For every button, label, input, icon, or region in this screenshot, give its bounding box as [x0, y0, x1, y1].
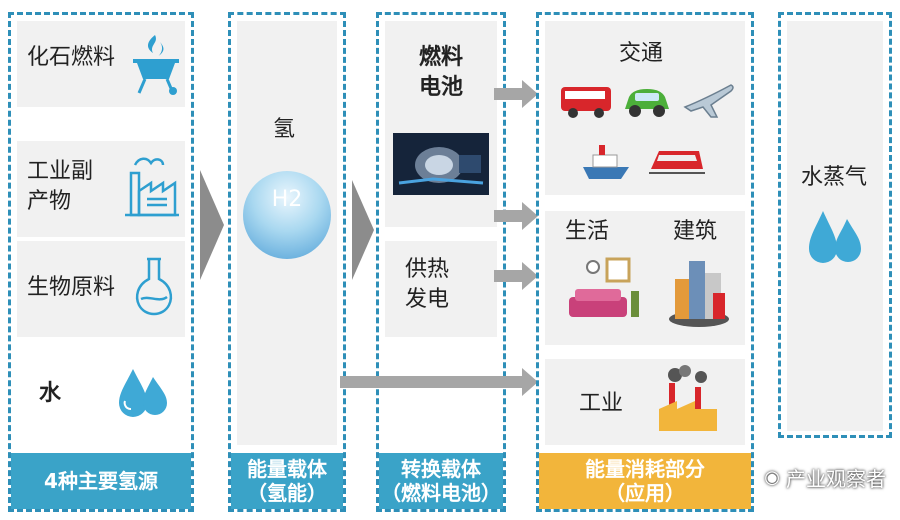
industry-card: 工业: [545, 359, 745, 445]
bus-icon: [561, 87, 611, 118]
carrier-footer-line2: （氢能）: [247, 481, 327, 505]
water-vapor-card: 水蒸气: [787, 21, 883, 431]
long-arrow-right-icon: [340, 368, 538, 396]
source-label-industrial: 工业副 产物: [27, 157, 93, 217]
arrow-right-icon: [494, 262, 538, 290]
source-card-bio: 生物原料: [17, 241, 185, 337]
wechat-icon: ◉: [764, 467, 780, 488]
carrier-footer-line1: 能量载体: [247, 457, 327, 481]
living-room-icon: [569, 257, 639, 317]
transport-label: 交通: [619, 41, 664, 66]
arrow-right-icon: [494, 202, 538, 230]
car-icon: [625, 89, 669, 117]
source-card-industrial: 工业副 产物: [17, 141, 185, 237]
source-label-water: 水: [39, 381, 62, 406]
consumption-footer: 能量消耗部分 （应用）: [539, 453, 751, 509]
carrier-footer: 能量载体 （氢能）: [231, 453, 343, 509]
factory-icon: [125, 157, 179, 217]
energy-consumption-column: 交通 生活 建筑: [536, 12, 754, 512]
water-vapor-label: 水蒸气: [801, 165, 868, 190]
heat-power-card: 供热 发电: [385, 241, 497, 337]
source-label-industrial-text: 工业副 产物: [27, 159, 94, 214]
hydrogen-card: 氢 H2: [237, 21, 337, 445]
source-card-water: 水: [17, 345, 185, 443]
conversion-footer-line1: 转换载体: [401, 457, 481, 481]
source-label-bio: 生物原料: [27, 275, 116, 300]
fuel-cell-engine-icon: [393, 133, 489, 195]
consumption-footer-line1: 能量消耗部分: [585, 457, 705, 481]
airplane-icon: [683, 84, 734, 118]
hydrogen-sphere-icon: H2: [243, 171, 331, 259]
energy-carrier-column: 氢 H2 能量载体 （氢能）: [228, 12, 346, 512]
consumption-footer-line2: （应用）: [605, 481, 685, 505]
watermark: ◉ 产业观察者: [764, 463, 886, 492]
life-label: 生活: [565, 219, 610, 244]
building-label: 建筑: [673, 219, 718, 244]
industry-label: 工业: [579, 391, 624, 416]
flask-icon: [135, 257, 173, 316]
transport-card: 交通: [545, 21, 745, 195]
h2-label: H2: [271, 187, 303, 212]
train-icon: [649, 151, 705, 174]
hydrogen-label: 氢: [273, 117, 296, 142]
buildings-icon: [669, 261, 729, 327]
life-building-card: 生活 建筑: [545, 211, 745, 345]
source-card-fossil: 化石燃料: [17, 21, 185, 107]
watermark-text: 产业观察者: [786, 467, 886, 491]
grill-fire-icon: [133, 35, 179, 95]
fuel-cell-card: 燃料 电池: [385, 21, 497, 227]
conversion-footer: 转换载体 （燃料电池）: [379, 453, 503, 509]
sources-footer: 4种主要氢源: [11, 453, 191, 509]
conversion-footer-line2: （燃料电池）: [381, 481, 501, 505]
ship-icon: [583, 145, 629, 179]
heat-power-label: 供热 发电: [405, 257, 450, 312]
chevron-right-icon: [352, 180, 374, 280]
factory-smoke-icon: [659, 365, 717, 431]
sources-footer-text: 4种主要氢源: [44, 469, 158, 493]
fuel-cell-label: 燃料 电池: [419, 45, 464, 100]
source-label-fossil: 化石燃料: [27, 45, 116, 70]
chevron-right-icon: [200, 170, 224, 280]
water-drop-icon: [809, 211, 861, 263]
water-drop-icon: [119, 369, 167, 417]
conversion-carrier-column: 燃料 电池 供热 发电 转换载体 （燃料电池）: [376, 12, 506, 512]
hydrogen-sources-column: 化石燃料 工业副 产物 生物原料: [8, 12, 194, 512]
arrow-right-icon: [494, 80, 538, 108]
water-vapor-column: 水蒸气: [778, 12, 892, 438]
